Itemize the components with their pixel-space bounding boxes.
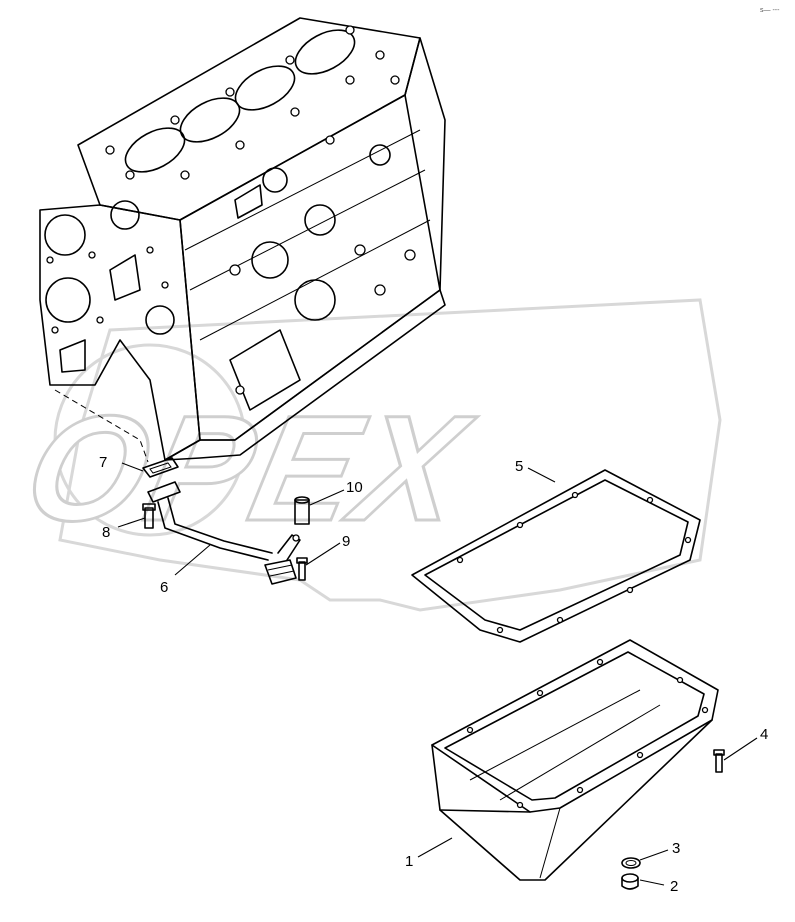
deck-holes: [105, 25, 400, 180]
oil-pan-bolt: [713, 749, 725, 773]
corner-mark: s— ---: [760, 7, 780, 14]
oil-pan-gasket: [411, 469, 701, 643]
bracket-bolt: [296, 557, 308, 581]
oil-suction-pipe: [147, 481, 301, 585]
watermark-text: OPEX: [13, 386, 485, 553]
oil-pan: [431, 639, 719, 881]
spacer: [294, 496, 310, 525]
drain-plug-washer: [621, 857, 641, 869]
suction-pipe-gasket: [142, 457, 179, 478]
callout-8: 8: [102, 524, 110, 541]
drain-plug: [621, 873, 639, 890]
callout-4: 4: [760, 726, 768, 743]
opex-watermark: OPEX: [11, 298, 722, 612]
callout-2: 2: [670, 878, 678, 895]
callout-1: 1: [405, 853, 413, 870]
callout-7: 7: [99, 454, 107, 471]
callout-9: 9: [342, 533, 350, 550]
callout-5: 5: [515, 458, 523, 475]
callout-10: 10: [346, 479, 363, 496]
leader-lines: [117, 462, 758, 886]
callout-3: 3: [672, 840, 680, 857]
callout-6: 6: [160, 579, 168, 596]
engine-block: [39, 17, 446, 463]
callout-labels: 7 8 6 9 10 5 1 2 3 4: [99, 454, 768, 895]
